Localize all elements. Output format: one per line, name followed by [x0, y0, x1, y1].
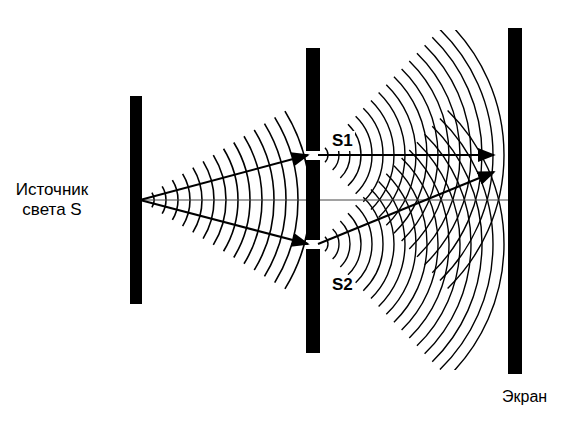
wavefront: [440, 118, 493, 369]
screen-label: Экран: [500, 388, 549, 406]
wavefront: [448, 111, 504, 370]
wavefront: [356, 205, 372, 282]
ray: [318, 154, 494, 156]
wavefront: [409, 150, 449, 338]
wavefront: [363, 197, 383, 290]
wavefront: [348, 213, 361, 275]
source-label: Источник света S: [4, 180, 100, 219]
wavefront: [325, 237, 328, 251]
ray: [140, 200, 308, 244]
wavefront: [432, 126, 482, 361]
source-barrier: [130, 96, 142, 304]
slit-barrier: [306, 48, 320, 151]
wavefront: [448, 30, 504, 288]
slit-barrier: [306, 160, 320, 240]
axis-line: [140, 200, 508, 201]
wavefront: [402, 158, 438, 330]
wavefront: [425, 134, 471, 354]
wavefront: [394, 166, 427, 322]
ray: [140, 155, 308, 200]
wavefront: [340, 221, 350, 267]
wavefront: [386, 174, 416, 315]
wavefront: [333, 229, 339, 259]
slit-label: S1: [330, 131, 355, 151]
screen: [508, 28, 522, 374]
wavefront: [371, 189, 394, 298]
ray: [318, 172, 494, 244]
slit-label: S2: [330, 275, 355, 295]
slit-barrier: [306, 249, 320, 353]
